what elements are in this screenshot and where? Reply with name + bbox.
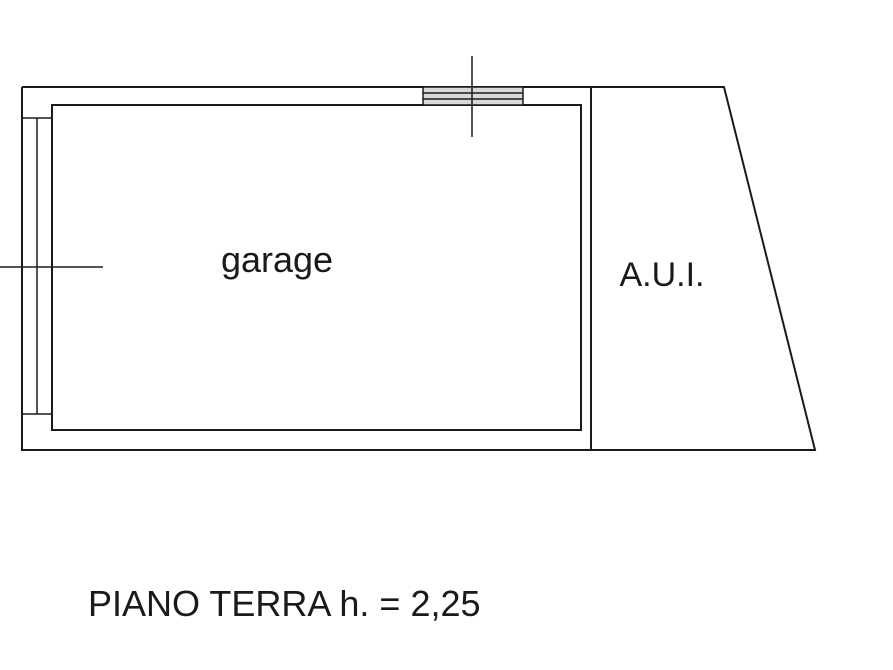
- top-window: [422, 86, 524, 106]
- plan-caption: PIANO TERRA h. = 2,25: [88, 583, 481, 624]
- room-label-aui: A.U.I.: [619, 256, 704, 294]
- room-label-garage: garage: [221, 239, 333, 280]
- left-door: [22, 117, 52, 415]
